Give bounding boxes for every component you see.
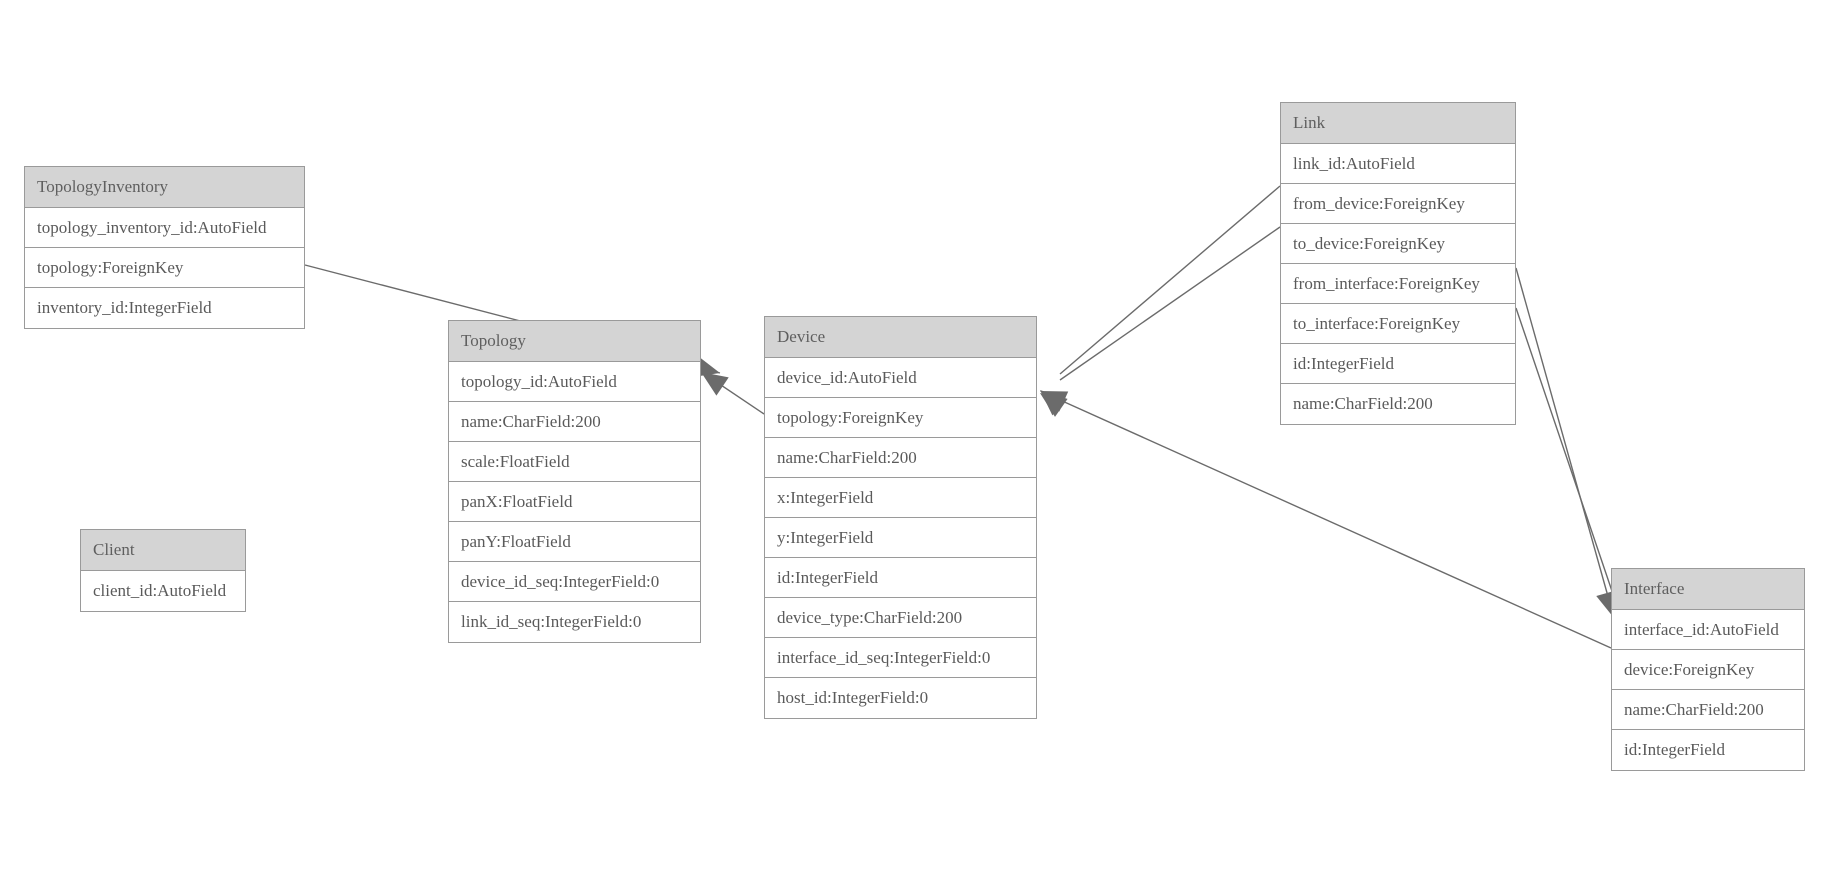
- entity-field-row[interactable]: name:CharField:200: [1612, 690, 1804, 730]
- relationship-line: [1515, 307, 1616, 601]
- relationship-line: [1059, 185, 1281, 375]
- entity-field-row[interactable]: x:IntegerField: [765, 478, 1036, 518]
- entity-field-row[interactable]: id:IntegerField: [1281, 344, 1515, 384]
- entity-field-row[interactable]: topology_inventory_id:AutoField: [25, 208, 304, 248]
- entity-field-row[interactable]: device_id:AutoField: [765, 358, 1036, 398]
- relationship-edge[interactable]: [1034, 226, 1281, 417]
- entity-field-row[interactable]: client_id:AutoField: [93, 581, 227, 600]
- entity-field-row[interactable]: id:IntegerField: [765, 558, 1036, 598]
- entity-field-row[interactable]: link_id_seq:IntegerField:0: [461, 612, 642, 631]
- relationship-edge[interactable]: [695, 363, 765, 415]
- entity-title-device: Device: [765, 317, 1036, 358]
- entity-field-row[interactable]: inventory_id:IntegerField: [37, 298, 212, 317]
- relationship-arrowhead-icon: [1040, 393, 1068, 417]
- relationship-arrowhead-icon: [1040, 390, 1067, 416]
- entity-field-row[interactable]: name:CharField:200: [1293, 394, 1433, 413]
- entity-field-row[interactable]: device_type:CharField:200: [765, 598, 1036, 638]
- entity-field-row[interactable]: to_interface:ForeignKey: [1281, 304, 1515, 344]
- entity-field-row[interactable]: panX:FloatField: [449, 482, 700, 522]
- entity-field-row[interactable]: name:CharField:200: [765, 438, 1036, 478]
- entity-field-row[interactable]: from_device:ForeignKey: [1281, 184, 1515, 224]
- entity-field-row[interactable]: interface_id:AutoField: [1612, 610, 1804, 650]
- entity-title-link: Link: [1281, 103, 1515, 144]
- entity-field-row[interactable]: scale:FloatField: [449, 442, 700, 482]
- entity-field-row[interactable]: interface_id_seq:IntegerField:0: [765, 638, 1036, 678]
- entity-title-interface: Interface: [1612, 569, 1804, 610]
- entity-title-topology_inventory: TopologyInventory: [25, 167, 304, 208]
- relationship-line: [1515, 267, 1610, 601]
- entity-title-topology: Topology: [449, 321, 700, 362]
- entity-field-row[interactable]: topology:ForeignKey: [25, 248, 304, 288]
- entity-field-row[interactable]: host_id:IntegerField:0: [777, 688, 929, 707]
- entity-field-row[interactable]: device:ForeignKey: [1612, 650, 1804, 690]
- entity-field-row[interactable]: panY:FloatField: [449, 522, 700, 562]
- entity-field-row[interactable]: name:CharField:200: [449, 402, 700, 442]
- entity-field-row[interactable]: device_id_seq:IntegerField:0: [449, 562, 700, 602]
- entity-field-row[interactable]: id:IntegerField: [1624, 740, 1726, 759]
- relationship-edge[interactable]: [1515, 267, 1625, 621]
- relationship-line: [1059, 226, 1281, 381]
- relationship-line: [1059, 399, 1612, 649]
- entity-field-row[interactable]: topology:ForeignKey: [765, 398, 1036, 438]
- relationship-edge[interactable]: [1033, 185, 1281, 416]
- entity-fields-client: client_id:AutoField: [81, 571, 245, 611]
- entity-title-client: Client: [81, 530, 245, 571]
- entity-field-row[interactable]: topology_id:AutoField: [449, 362, 700, 402]
- relationship-line: [714, 380, 765, 415]
- entity-field-row[interactable]: from_interface:ForeignKey: [1281, 264, 1515, 304]
- entity-field-row[interactable]: link_id:AutoField: [1281, 144, 1515, 184]
- entity-field-row[interactable]: y:IntegerField: [765, 518, 1036, 558]
- relationship-arrowhead-icon: [1040, 391, 1069, 412]
- entity-field-row[interactable]: to_device:ForeignKey: [1281, 224, 1515, 264]
- entity-box-client[interactable]: Client client_id:AutoField: [80, 529, 246, 612]
